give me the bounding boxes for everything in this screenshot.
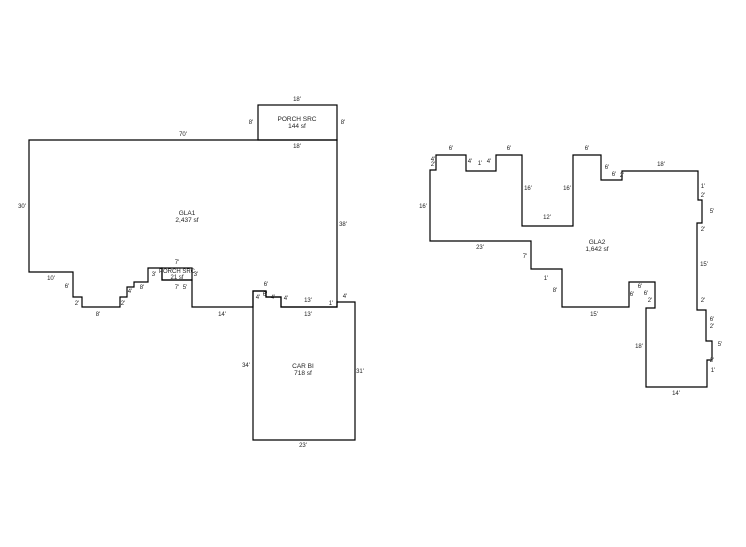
dimension-label: 8' (140, 285, 144, 291)
dimension-label: 8' (341, 120, 345, 126)
dimension-label: 6' (264, 282, 268, 288)
dimension-label: 6' (644, 291, 648, 297)
gla2-outline (429, 154, 713, 388)
dimension-label: 6' (710, 317, 714, 323)
dimension-label: 1' (329, 301, 333, 307)
dimension-label: 3' (152, 272, 156, 278)
dimension-label: 23' (476, 245, 484, 251)
dimension-label: 6' (65, 284, 69, 290)
porch-top-area: PORCH SRC 144 sf 18' 8' 8' 18' (249, 97, 345, 150)
dimension-label: 8' (553, 288, 557, 294)
dimension-label: 1' (701, 184, 705, 190)
dimension-label: 6' (449, 146, 453, 152)
dimension-label: 15' (700, 262, 708, 268)
dimension-label: 14' (218, 312, 226, 318)
dimension-label: 2' (75, 301, 79, 307)
dimension-label: 15' (590, 312, 598, 318)
dimension-label: 6' (630, 292, 634, 298)
dimension-label: 4' (256, 295, 260, 301)
dimension-label: 5' (183, 285, 187, 291)
dimension-label: 16' (524, 186, 532, 192)
gla1-area: GLA1 2,437 sf 70' 30' 10' 6' 2' 8' 2' 4'… (18, 132, 347, 318)
dimension-label: 16' (563, 186, 571, 192)
dimension-label: 2' (701, 298, 705, 304)
car-area: CAR BI 718 sf 6' 4' 6' 4' 4' 13' 13' 4' … (242, 282, 364, 449)
dimension-label: 8' (96, 312, 100, 318)
dimension-label: 2' (431, 162, 435, 168)
dimension-label: 18' (635, 344, 643, 350)
dimension-label: 4' (271, 295, 275, 301)
porch-top-name: PORCH SRC (277, 116, 316, 123)
dimension-label: 2' (710, 324, 714, 330)
dimension-label: 23' (299, 443, 307, 449)
dimension-label: 14' (672, 391, 680, 397)
dimension-label: 13' (304, 312, 312, 318)
dimension-label: 7' (175, 260, 179, 266)
porch-top-size: 144 sf (288, 123, 306, 130)
gla2-size: 1,642 sf (585, 246, 608, 253)
dimension-label: 13' (304, 298, 312, 304)
dimension-label: 3' (194, 272, 198, 278)
car-size: 718 sf (294, 370, 312, 377)
car-outline (252, 290, 356, 441)
porch-small-outline (161, 267, 193, 281)
dimension-label: 4' (487, 159, 491, 165)
gla2-name: GLA2 (589, 239, 606, 246)
dimension-label: 1' (544, 276, 548, 282)
dimension-label: 4' (343, 294, 347, 300)
gla1-size: 2,437 sf (175, 217, 198, 224)
dimension-label: 1' (711, 368, 715, 374)
dimension-label: 6' (638, 284, 642, 290)
dimension-label: 31' (356, 369, 364, 375)
gla1-name: GLA1 (179, 210, 196, 217)
dimension-label: 6' (605, 165, 609, 171)
dimension-label: 6' (585, 146, 589, 152)
porch-small-size: 21 sf (170, 275, 183, 281)
dimension-label: 18' (657, 162, 665, 168)
porch-small-area: PORCH SRC 21 sf (159, 267, 196, 281)
dimension-label: 1' (478, 161, 482, 167)
dimension-label: 6' (507, 146, 511, 152)
dimension-label: 18' (293, 97, 301, 103)
dimension-label: 6' (263, 292, 267, 298)
dimension-label: 4' (128, 289, 132, 295)
dimension-label: 70' (179, 132, 187, 138)
dimension-label: 2' (648, 298, 652, 304)
dimension-label: 2' (710, 358, 714, 364)
dimension-label: 18' (293, 144, 301, 150)
dimension-label: 5' (718, 342, 722, 348)
dimension-label: 30' (18, 204, 26, 210)
gla2-area: GLA2 1,642 sf 6' 4' 2' 16' 4' 1' 4' 6' 1… (419, 146, 722, 397)
car-name: CAR BI (292, 363, 314, 370)
dimension-label: 8' (249, 120, 253, 126)
dimension-label: 6' (612, 172, 616, 178)
dimension-label: 16' (419, 204, 427, 210)
porch-small-name: PORCH SRC (159, 269, 196, 275)
dimension-label: 4' (468, 159, 472, 165)
dimension-label: 12' (543, 215, 551, 221)
dimension-label: 4' (431, 157, 435, 163)
dimension-label: 2' (701, 193, 705, 199)
dimension-label: 34' (242, 363, 250, 369)
dimension-label: 2' (701, 227, 705, 233)
dimension-label: 7' (175, 285, 179, 291)
dimension-label: 38' (339, 222, 347, 228)
dimension-label: 2' (121, 301, 125, 307)
dimension-label: 5' (710, 209, 714, 215)
dimension-label: 2' (620, 173, 624, 179)
dimension-label: 7' (523, 254, 527, 260)
dimension-label: 10' (47, 276, 55, 282)
dimension-label: 4' (284, 296, 288, 302)
